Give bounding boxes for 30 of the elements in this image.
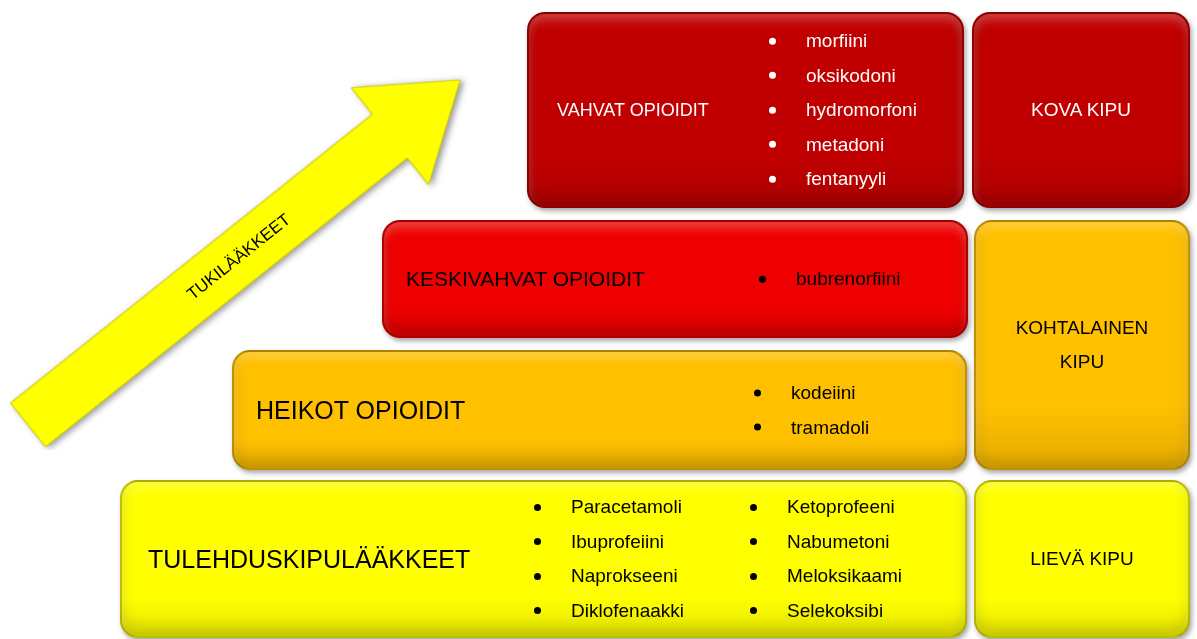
drug-list-item: morfiini <box>806 30 868 52</box>
drug-list-item: oksikodoni <box>806 64 896 87</box>
drug-list-item: kodeiini <box>791 381 856 404</box>
drug-list-item: hydromorfoni <box>806 99 917 121</box>
level-box <box>120 480 967 638</box>
drug-class-heading: TULEHDUSKIPULÄÄKKEET <box>148 544 471 574</box>
level-box <box>974 220 1190 470</box>
pain-level-label: KOHTALAINEN KIPU <box>1014 316 1150 374</box>
drug-list-item: Diklofenaakki <box>571 599 684 622</box>
level-box <box>527 12 964 208</box>
pain-level-label: LIEVÄ KIPU <box>1029 547 1135 571</box>
drug-list-item: Meloksikaami <box>787 565 903 588</box>
level-box <box>974 480 1190 638</box>
drug-list-item: Paracetamoli <box>571 496 682 519</box>
level-box <box>232 350 967 470</box>
level-box <box>972 12 1190 208</box>
drug-list-item: Selekoksibi <box>787 599 884 622</box>
drug-class-heading: KESKIVAHVAT OPIOIDIT <box>406 267 645 291</box>
drug-list-item: metadoni <box>806 133 885 156</box>
pain-level-label: KOVA KIPU <box>1030 98 1132 122</box>
drug-list-item: Nabumetoni <box>787 530 890 553</box>
drug-list-item: fentanyyli <box>806 168 887 190</box>
drug-class-heading: VAHVAT OPIOIDIT <box>557 99 709 121</box>
drug-list-item: Ketoprofeeni <box>787 496 895 519</box>
drug-list-item: Ibuprofeiini <box>571 530 664 553</box>
level-box <box>382 220 968 338</box>
drug-list-item: tramadoli <box>791 416 870 439</box>
drug-list-item: Naprokseeni <box>571 565 678 588</box>
drug-list-item: bubrenorfiini <box>796 268 901 290</box>
drug-class-heading: HEIKOT OPIOIDIT <box>256 395 466 425</box>
